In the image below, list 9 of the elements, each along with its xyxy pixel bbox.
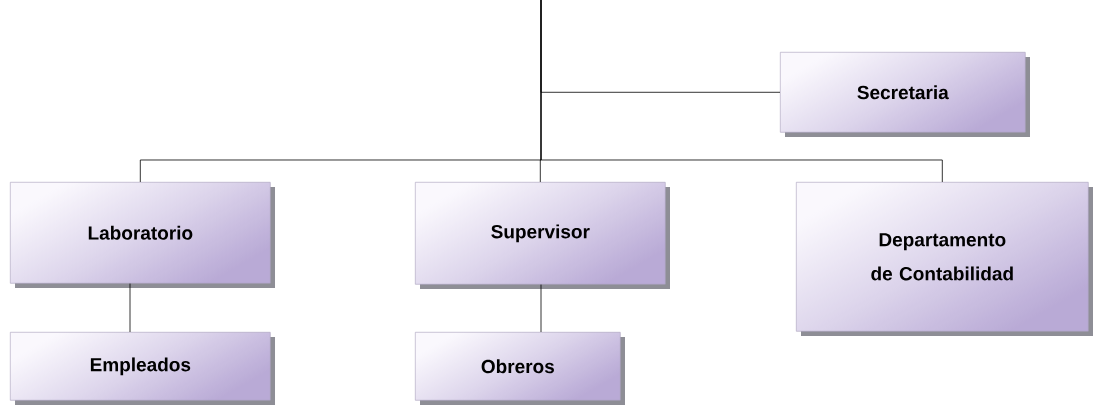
org-box: Laboratorio	[10, 182, 275, 288]
org-box: Empleados	[10, 332, 275, 405]
org-box: Departamento de Contabilidad	[796, 182, 1093, 336]
connector-line	[540, 284, 542, 333]
org-box: Supervisor	[415, 182, 670, 289]
org-box: Obreros	[415, 332, 625, 405]
org-box: Secretaria	[780, 52, 1030, 137]
connector-line	[129, 283, 131, 333]
connector-line	[540, 0, 943, 183]
